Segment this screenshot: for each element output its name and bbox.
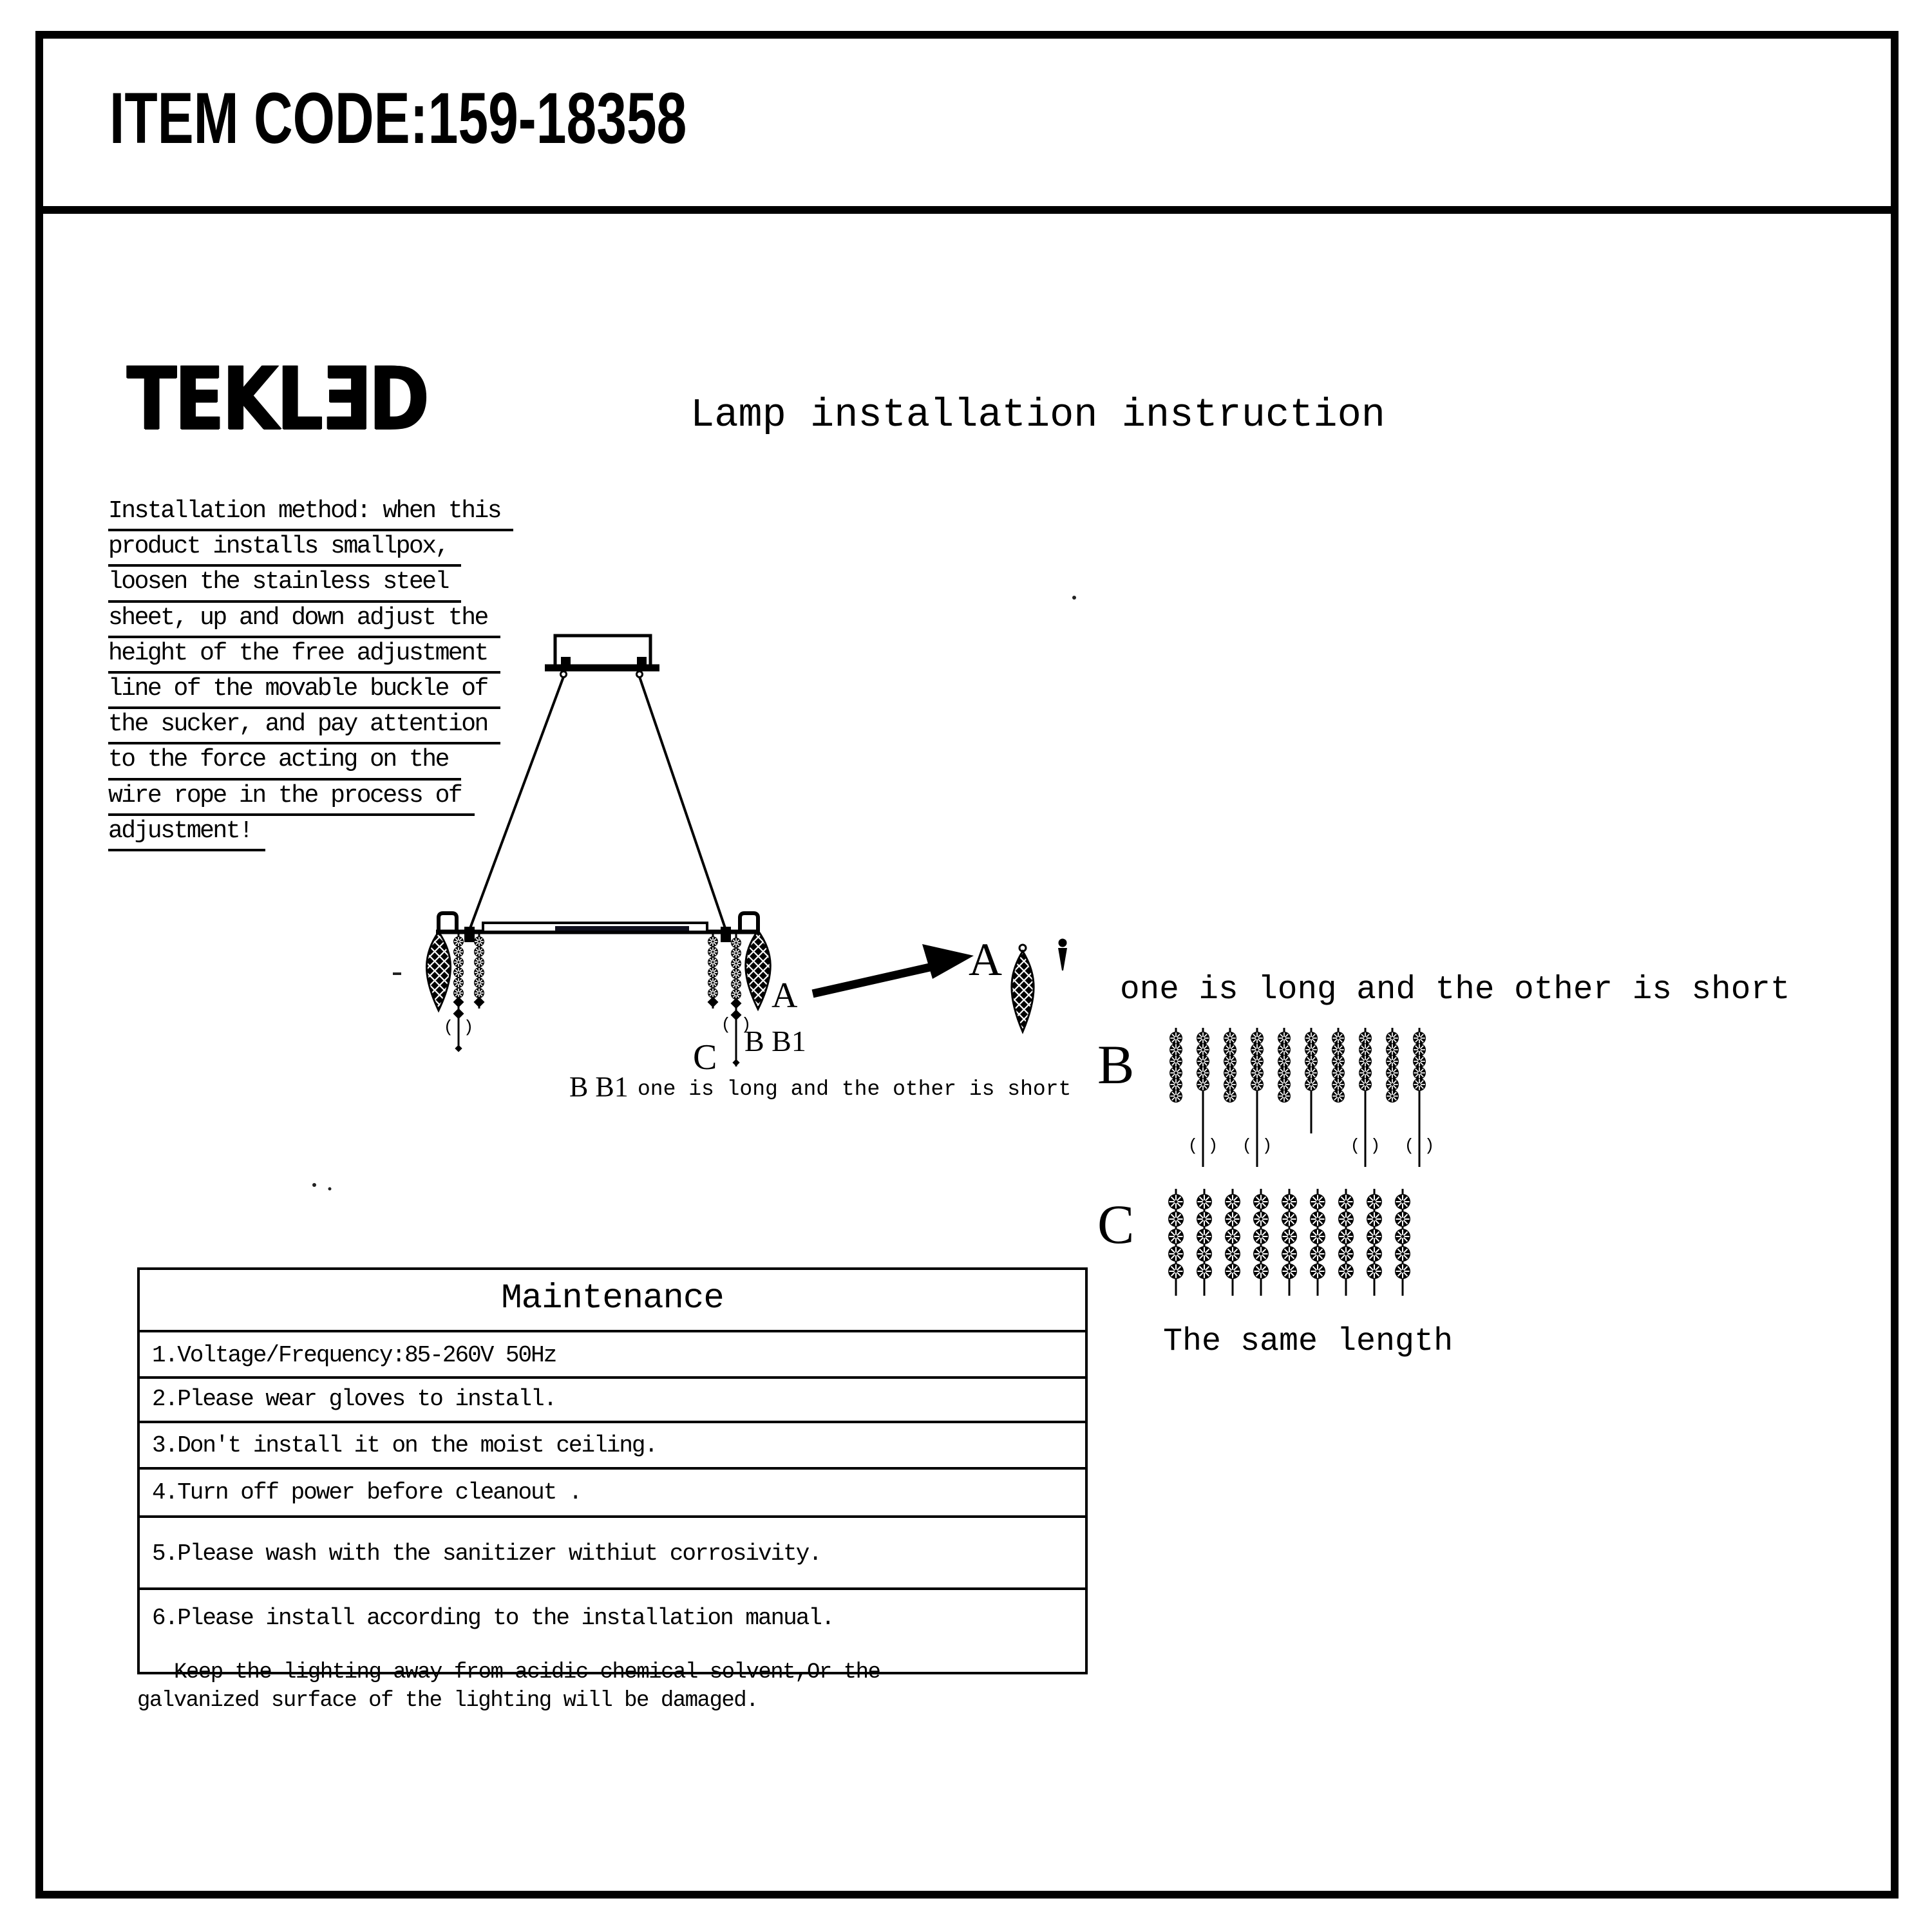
- svg-text:(|): (|): [1405, 1136, 1435, 1155]
- maintenance-table: Maintenance 1.Voltage/Frequency:85-260V …: [137, 1267, 1088, 1674]
- instruction-line: wire rope in the process of: [108, 781, 513, 816]
- instruction-line: the sucker, and pay attention: [108, 709, 513, 745]
- instruction-line: to the force acting on the: [108, 744, 513, 781]
- warning-note-line: Keep the lighting away from acidic chemi…: [174, 1660, 881, 1685]
- c-bead-chains: [1168, 1189, 1410, 1296]
- table-divider: [140, 1376, 1085, 1379]
- page-border: [35, 31, 1899, 1899]
- instruction-line: sheet, up and down adjust the: [108, 603, 513, 638]
- installation-method-paragraph: Installation method: when this product i…: [108, 496, 514, 852]
- table-divider: [140, 1467, 1085, 1470]
- table-divider: [140, 1421, 1085, 1423]
- item-code-title: ITEM CODE:159-18358: [109, 78, 687, 158]
- instruction-line: line of the movable buckle of: [108, 674, 513, 710]
- b-bead-chains: (|) (|) (|) (|): [1170, 1028, 1434, 1167]
- instruction-line: loosen the stainless steel: [108, 567, 513, 603]
- maintenance-title: Maintenance: [501, 1279, 724, 1318]
- left-hook: [437, 911, 459, 932]
- caption-text: one is long and the other is short: [638, 1077, 1071, 1101]
- table-divider: [140, 1330, 1085, 1332]
- detail-cone-icon: [1058, 938, 1067, 971]
- scan-specks: [312, 596, 1076, 1191]
- lamp-bar: [436, 911, 760, 942]
- table-row: 2.Please wear gloves to install.: [152, 1386, 557, 1412]
- diagram-label-bb1: B B1: [744, 1025, 806, 1057]
- diagram-label-a: A: [772, 976, 798, 1016]
- svg-text:(|): (|): [444, 1018, 474, 1037]
- table-row: 5.Please wash with the sanitizer withiut…: [152, 1540, 822, 1567]
- table-row: 4.Turn off power before cleanout .: [152, 1479, 583, 1506]
- panel-label-b: B: [1097, 1034, 1134, 1095]
- header-divider-line: [35, 206, 1899, 214]
- svg-text:(|): (|): [1350, 1136, 1381, 1155]
- detail-label-a: A: [969, 934, 1002, 985]
- table-divider: [140, 1587, 1085, 1590]
- caption-prefix: B B1: [569, 1071, 629, 1103]
- crystal-drops: [425, 929, 1035, 1034]
- instruction-line: product installs smallpox,: [108, 531, 513, 567]
- ceiling-canopy: [545, 634, 659, 678]
- panel-bottom-note: The same length: [1163, 1323, 1453, 1360]
- diagram-label-c: C: [693, 1037, 717, 1077]
- svg-text:(|): (|): [1242, 1136, 1273, 1155]
- table-row: 6.Please install according to the instal…: [152, 1605, 835, 1631]
- brand-logo: TEKLƎD: [127, 348, 430, 450]
- left-wire-clamp: [464, 927, 475, 942]
- detail-arrow: [811, 944, 974, 998]
- table-row: 1.Voltage/Frequency:85-260V 50Hz: [152, 1342, 557, 1368]
- panel-label-c: C: [1097, 1193, 1134, 1255]
- instruction-line: adjustment!: [108, 816, 513, 852]
- suspension-wires: [468, 676, 727, 931]
- instruction-line: height of the free adjustment: [108, 638, 513, 674]
- svg-text:(|): (|): [721, 1015, 752, 1034]
- svg-text:(|): (|): [1188, 1136, 1218, 1155]
- instruction-line: Installation method: when this: [108, 496, 514, 532]
- table-row: 3.Don't install it on the moist ceiling.: [152, 1432, 658, 1459]
- page-title: Lamp installation instruction: [690, 392, 1385, 438]
- lamp-bead-chains: (|) (|): [444, 933, 752, 1066]
- panel-top-note: one is long and the other is short: [1120, 972, 1790, 1009]
- warning-note-line: galvanized surface of the lighting will …: [137, 1689, 759, 1713]
- right-wire-clamp: [721, 927, 731, 942]
- right-hook: [738, 911, 760, 932]
- table-divider: [140, 1515, 1085, 1518]
